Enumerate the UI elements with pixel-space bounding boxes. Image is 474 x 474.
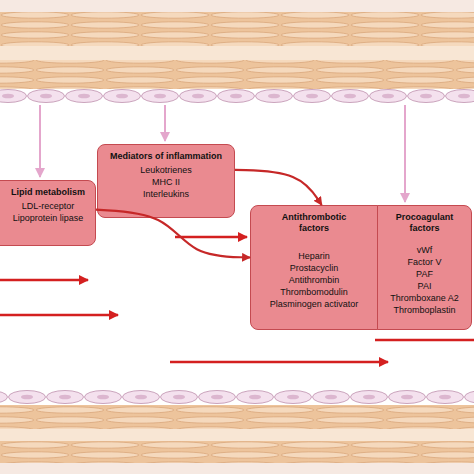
elastic-layer xyxy=(0,46,474,60)
flow-arrow xyxy=(170,361,388,364)
elastic-layer xyxy=(0,429,474,441)
box-item: vWf xyxy=(417,244,433,256)
secretion-arrow xyxy=(39,105,41,177)
box-heading: Lipid metabolism xyxy=(11,187,85,198)
item-list: vWfFactor VPAFPAIThromboxane A2Thrombopl… xyxy=(390,236,459,329)
flow-arrow xyxy=(0,279,88,282)
box-heading: Antithrombotic factors xyxy=(269,212,359,234)
box-item: Plasminogen activator xyxy=(270,298,359,310)
muscle-layer xyxy=(0,441,474,463)
flow-arrow xyxy=(0,314,118,317)
process-box: Antithrombotic factorsHeparinProstacycli… xyxy=(250,205,378,330)
adventitia xyxy=(0,463,474,474)
vessel-wall xyxy=(0,12,474,89)
muscle-layer xyxy=(0,60,474,89)
item-list: LeukotrienesMHC IIInterleukins xyxy=(140,164,192,200)
box-item: Heparin xyxy=(298,250,330,262)
flow-arrow xyxy=(175,236,247,239)
box-item: Thromboxane A2 xyxy=(390,292,459,304)
connector-arrow xyxy=(235,170,322,205)
secretion-arrow xyxy=(404,105,406,202)
box-item: Leukotrienes xyxy=(140,164,192,176)
box-item: Thromboplastin xyxy=(393,304,455,316)
item-list: LDL-receptorLipoprotein lipase xyxy=(13,200,84,224)
process-box: Procoagulant factorsvWfFactor VPAFPAIThr… xyxy=(377,205,472,330)
box-item: Lipoprotein lipase xyxy=(13,212,84,224)
box-item: LDL-receptor xyxy=(22,200,75,212)
item-list: HeparinProstacyclinAntithrombinThrombomo… xyxy=(270,236,359,329)
box-item: MHC II xyxy=(152,176,180,188)
process-box: Mediators of inflammationLeukotrienesMHC… xyxy=(97,144,235,218)
endothelium xyxy=(0,88,474,104)
box-item: Interleukins xyxy=(143,188,189,200)
endothelium xyxy=(0,389,474,405)
muscle-layer xyxy=(0,12,474,46)
box-item: PAI xyxy=(418,280,432,292)
secretion-arrow xyxy=(164,105,166,141)
box-item: Antithrombin xyxy=(289,274,340,286)
flow-line xyxy=(375,339,474,342)
muscle-layer xyxy=(0,405,474,429)
process-box: Lipid metabolismLDL-receptorLipoprotein … xyxy=(0,180,96,246)
box-heading: Procoagulant factors xyxy=(382,212,467,234)
box-heading: Mediators of inflammation xyxy=(110,151,222,162)
box-item: Factor V xyxy=(407,256,441,268)
box-item: Thrombomodulin xyxy=(280,286,348,298)
adventitia xyxy=(0,0,474,12)
vessel-wall xyxy=(0,405,474,463)
box-item: PAF xyxy=(416,268,433,280)
box-item: Prostacyclin xyxy=(290,262,339,274)
